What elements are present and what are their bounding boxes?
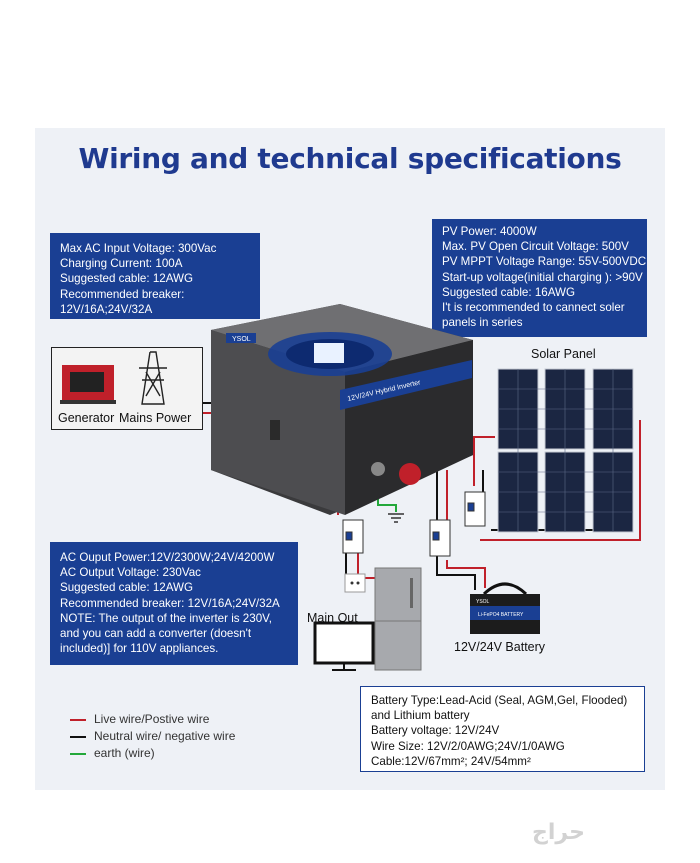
battery-spec-box: Battery Type:Lead-Acid (Seal, AGM,Gel, F… [360, 686, 645, 772]
refrigerator-icon [374, 567, 422, 671]
tv-icon [313, 621, 375, 671]
ac-input-spec-line: Recommended breaker: [60, 287, 185, 301]
socket-icon [344, 573, 366, 593]
legend-swatch-live [70, 718, 86, 721]
ac-output-spec-line: Suggested cable: 12AWG [60, 581, 193, 595]
battery-spec-line: Battery voltage: 12V/24V [371, 724, 500, 738]
legend-swatch-neutral [70, 735, 86, 738]
watermark-logo: حراج [532, 820, 585, 845]
battery-spec-line: Battery Type:Lead-Acid (Seal, AGM,Gel, F… [371, 694, 628, 707]
ac-output-spec-line: Recommended breaker: 12V/16A;24V/32A [60, 596, 280, 610]
pv-spec-box: PV Power: 4000W Max. PV Open Circuit Vol… [432, 219, 647, 337]
pv-spec-line: Start-up voltage(initial charging ): >90… [442, 270, 643, 284]
ac-output-spec-line: AC Output Voltage: 230Vac [60, 566, 201, 580]
generator-icon [60, 365, 116, 404]
ac-input-spec-line: 12V/16A;24V/32A [60, 302, 153, 316]
legend-item-live: Live wire/Postive wire [70, 712, 209, 726]
pv-spec-line: I't is recommended to cannect soler [442, 301, 625, 315]
breaker-icon [342, 491, 486, 557]
pv-spec-line: panels in series [442, 316, 523, 330]
legend-item-earth: earth (wire) [70, 746, 155, 760]
ac-output-spec-box: AC Ouput Power:12V/2300W;24V/4200W AC Ou… [50, 542, 298, 665]
page-title: Wiring and technical specifications [78, 142, 622, 175]
battery-label: 12V/24V Battery [454, 640, 546, 654]
generator-label: Generator [58, 411, 115, 425]
ac-output-spec-line: and you can add a converter (doesn't [60, 627, 252, 641]
solar-panel-label: Solar Panel [531, 347, 596, 361]
mains-power-label: Mains Power [119, 411, 192, 425]
pv-spec-line: Max. PV Open Circuit Voltage: 500V [442, 240, 629, 254]
ground-icon [388, 513, 404, 523]
ac-input-spec-line: Max AC Input Voltage: 300Vac [60, 242, 217, 255]
legend-item-neutral: Neutral wire/ negative wire [70, 729, 235, 743]
legend-label: earth (wire) [94, 746, 155, 760]
ac-output-spec-line: included)] for 110V appliances. [60, 642, 219, 656]
main-out-label: Main Out [307, 611, 358, 625]
power-pylon-icon [139, 351, 167, 405]
battery-spec-line: Wire Size: 12V/2/0AWG;24V/1/0AWG [371, 739, 565, 753]
battery-spec-line: Cable:12V/67mm²; 24V/54mm² [371, 754, 531, 768]
ac-input-spec-box: Max AC Input Voltage: 300Vac Charging Cu… [50, 233, 260, 319]
legend-label: Neutral wire/ negative wire [94, 729, 236, 743]
battery-spec-line: and Lithium battery [371, 709, 470, 723]
ac-input-spec-line: Charging Current: 100A [60, 257, 183, 271]
pv-spec-line: Suggested cable: 16AWG [442, 285, 575, 299]
inverter-brand-label: YSOL [232, 336, 251, 343]
pv-spec-line: PV Power: 4000W [442, 225, 537, 238]
battery-model-label: Li-FePO4 BATTERY [478, 612, 524, 618]
legend-swatch-earth [70, 752, 86, 755]
ac-input-spec-line: Suggested cable: 12AWG [60, 272, 193, 286]
battery-icon [470, 582, 540, 634]
legend-label: Live wire/Postive wire [94, 712, 210, 726]
battery-brand-label: YSOL [476, 599, 490, 605]
inverter-unit [211, 304, 473, 515]
ac-output-spec-line: NOTE: The output of the inverter is 230V… [60, 611, 273, 625]
pv-spec-line: PV MPPT Voltage Range: 55V-500VDC [442, 255, 647, 269]
ac-output-spec-line: AC Ouput Power:12V/2300W;24V/4200W [60, 551, 275, 564]
